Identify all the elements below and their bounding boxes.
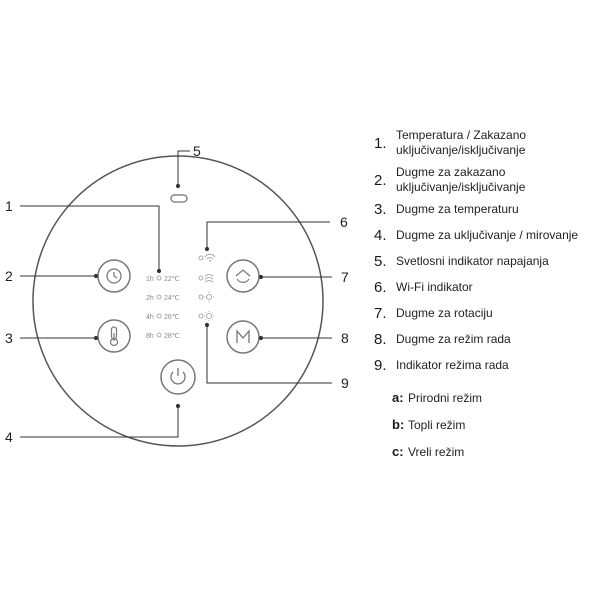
legend-item-4: 4. Dugme za uključivanje / mirovanje (374, 228, 596, 254)
legend-num: 8. (374, 331, 387, 348)
rotation-button[interactable] (226, 259, 260, 293)
power-icon (170, 368, 186, 385)
power-indicator-light (170, 194, 188, 203)
natural-mode-icon (204, 274, 214, 283)
legend-text: Dugme za rotaciju (396, 306, 493, 320)
timer-label-1h: 1h (146, 276, 154, 283)
legend-num: 7. (374, 305, 387, 322)
timer-label-4h: 4h (146, 314, 154, 321)
mode-item-b: b: Topli režim (374, 411, 596, 438)
timer-button[interactable] (97, 259, 131, 293)
legend-text: Dugme za temperaturu (396, 202, 519, 216)
callout-7: 7 (341, 269, 349, 285)
callout-4: 4 (5, 429, 13, 445)
legend-item-3: 3. Dugme za temperaturu (374, 202, 596, 228)
legend-num: 5. (374, 253, 387, 270)
legend-item-9: 9. Indikator režima rada (374, 358, 596, 384)
legend-item-5: 5. Svetlosni indikator napajanja (374, 254, 596, 280)
power-button[interactable] (160, 359, 196, 395)
legend-item-7: 7. Dugme za rotaciju (374, 306, 596, 332)
temp-label-26: 26℃ (164, 314, 180, 321)
timer-temp-indicators: 1h 22℃ 2h 24℃ 4h 26℃ 8h 28℃ (146, 275, 180, 340)
callout-lines (20, 150, 332, 438)
timer-label-8h: 8h (146, 333, 154, 340)
clock-icon (106, 268, 122, 284)
mode-letter: b: (392, 417, 405, 432)
hot-mode-icon (204, 311, 214, 321)
legend-text: Indikator režima rada (396, 358, 509, 372)
mode-m-icon (236, 329, 250, 343)
temp-label-22: 22℃ (164, 276, 180, 283)
mode-letter: a: (392, 390, 404, 405)
legend-item-8: 8. Dugme za režim rada (374, 332, 596, 358)
legend-item-1: 1. Temperatura / Zakazano uključivanje/i… (374, 128, 596, 163)
mode-text: Vreli režim (408, 444, 465, 459)
legend-item-2: 2. Dugme za zakazano uključivanje/isklju… (374, 165, 596, 200)
legend-text: Dugme za režim rada (396, 332, 511, 346)
mode-item-c: c: Vreli režim (374, 438, 596, 465)
rotation-icon (235, 269, 251, 283)
legend: 1. Temperatura / Zakazano uključivanje/i… (374, 128, 596, 465)
warm-mode-icon (204, 292, 214, 302)
legend-text: Svetlosni indikator napajanja (396, 254, 549, 268)
temp-label-24: 24℃ (164, 295, 180, 302)
callout-5: 5 (193, 143, 201, 159)
legend-item-6: 6. Wi-Fi indikator (374, 280, 596, 306)
legend-text: Wi-Fi indikator (396, 280, 473, 294)
legend-num: 2. (374, 172, 387, 189)
callout-6: 6 (340, 214, 348, 230)
callout-1: 1 (5, 198, 13, 214)
legend-num: 9. (374, 357, 387, 374)
legend-text: Dugme za uključivanje / mirovanje (396, 228, 579, 242)
legend-num: 4. (374, 227, 387, 244)
legend-num: 3. (374, 201, 387, 218)
mode-button[interactable] (226, 320, 260, 354)
wifi-icon (204, 253, 216, 262)
legend-text: Temperatura / Zakazano uključivanje/iskl… (396, 128, 527, 157)
mode-text: Prirodni režim (408, 390, 483, 405)
temperature-button[interactable] (97, 319, 131, 353)
mode-item-a: a: Prirodni režim (374, 384, 596, 411)
status-indicators (198, 253, 216, 321)
legend-text: Dugme za zakazano uključivanje/isključiv… (396, 165, 526, 194)
legend-num: 6. (374, 279, 387, 296)
mode-text: Topli režim (408, 417, 466, 432)
callout-8: 8 (341, 330, 349, 346)
mode-letter: c: (392, 444, 404, 459)
callout-2: 2 (5, 268, 13, 284)
callout-9: 9 (341, 375, 349, 391)
legend-num: 1. (374, 135, 387, 152)
thermometer-icon (109, 326, 119, 347)
callout-3: 3 (5, 330, 13, 346)
timer-label-2h: 2h (146, 295, 154, 302)
temp-label-28: 28℃ (164, 333, 180, 340)
